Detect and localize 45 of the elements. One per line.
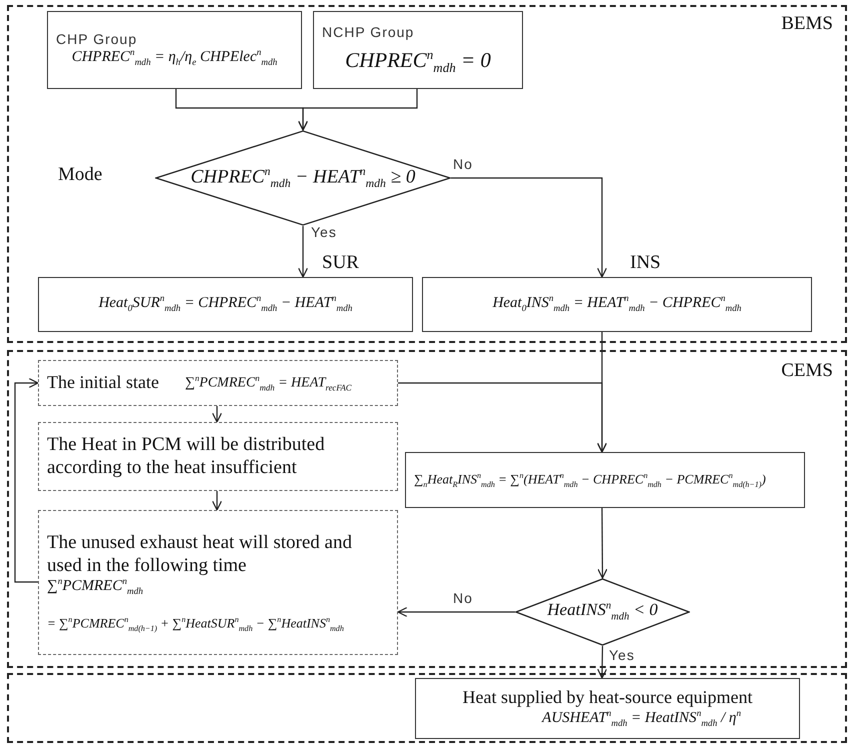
formula: ∑$^{n}$PCMREC$^{n}$$_{mdh}$ = HEAT$_{recFAC}$ (184, 373, 352, 393)
arrow (298, 89, 418, 131)
mode-label: INS (630, 252, 661, 274)
region-heading: CEMS (781, 360, 833, 382)
region-band (7, 350, 847, 668)
arrow (597, 508, 608, 579)
decision-diamond (155, 130, 451, 226)
step-text: The initial state (47, 372, 159, 394)
formula: HeatINS$^{n}$$_{mdh}$ < 0 (547, 600, 658, 624)
step-box (38, 510, 398, 655)
dashed-region (7, 673, 847, 743)
formula: CHPREC$^{n}$$_{mdh}$ = 0 (345, 47, 491, 76)
arrow (398, 382, 608, 453)
step-box (38, 422, 398, 491)
arrow (597, 646, 608, 679)
arrow (212, 491, 222, 511)
step-text: The unused exhaust heat will stored and used in the following time (47, 532, 353, 578)
step-text: The Heat in PCM will be distributed according to the heat insufficient (47, 434, 326, 480)
arrow (298, 226, 308, 278)
formula: CHPREC$^{n}$$_{mdh}$ − HEAT$^{n}$$_{mdh}$ ≥ 0 (190, 164, 416, 192)
arrow (212, 406, 222, 423)
formula: ∑$_{n}$Heat$_{R}$INS$^{n}$$_{mdh}$ = ∑$^{n}$(HEAT$^{n}$$_{mdh}$ − CHPREC$^{n}$$_{mdh}$ − PCMREC$^{n}$$_{md(h−1)}$) (414, 470, 767, 490)
edge-label: Yes (310, 224, 338, 240)
edge-label: Yes (608, 647, 636, 663)
process-box (422, 277, 812, 332)
process-box (313, 11, 523, 89)
arrow (397, 606, 515, 618)
edge-label: No (452, 590, 474, 606)
mode-label: SUR (322, 252, 359, 274)
group-heading: NCHP Group (322, 24, 414, 41)
decision-diamond (515, 578, 690, 646)
region-heading: BEMS (781, 13, 833, 35)
region-band (7, 5, 847, 343)
mode-label: Mode (58, 164, 102, 186)
step-box (38, 360, 398, 406)
edge-label: No (452, 156, 474, 172)
process-box (47, 11, 302, 89)
process-box (405, 452, 805, 508)
step-text: Heat supplied by heat-source equipment (462, 687, 752, 709)
arrow (451, 177, 608, 278)
group-heading: CHP Group (56, 31, 138, 48)
process-box (415, 678, 800, 739)
formula: AUSHEAT$^{n}$$_{mdh}$ = HeatINS$^{n}$$_{mdh}$ / η$^{n}$ (542, 708, 741, 730)
arrow (14, 378, 39, 583)
process-box (38, 277, 413, 332)
